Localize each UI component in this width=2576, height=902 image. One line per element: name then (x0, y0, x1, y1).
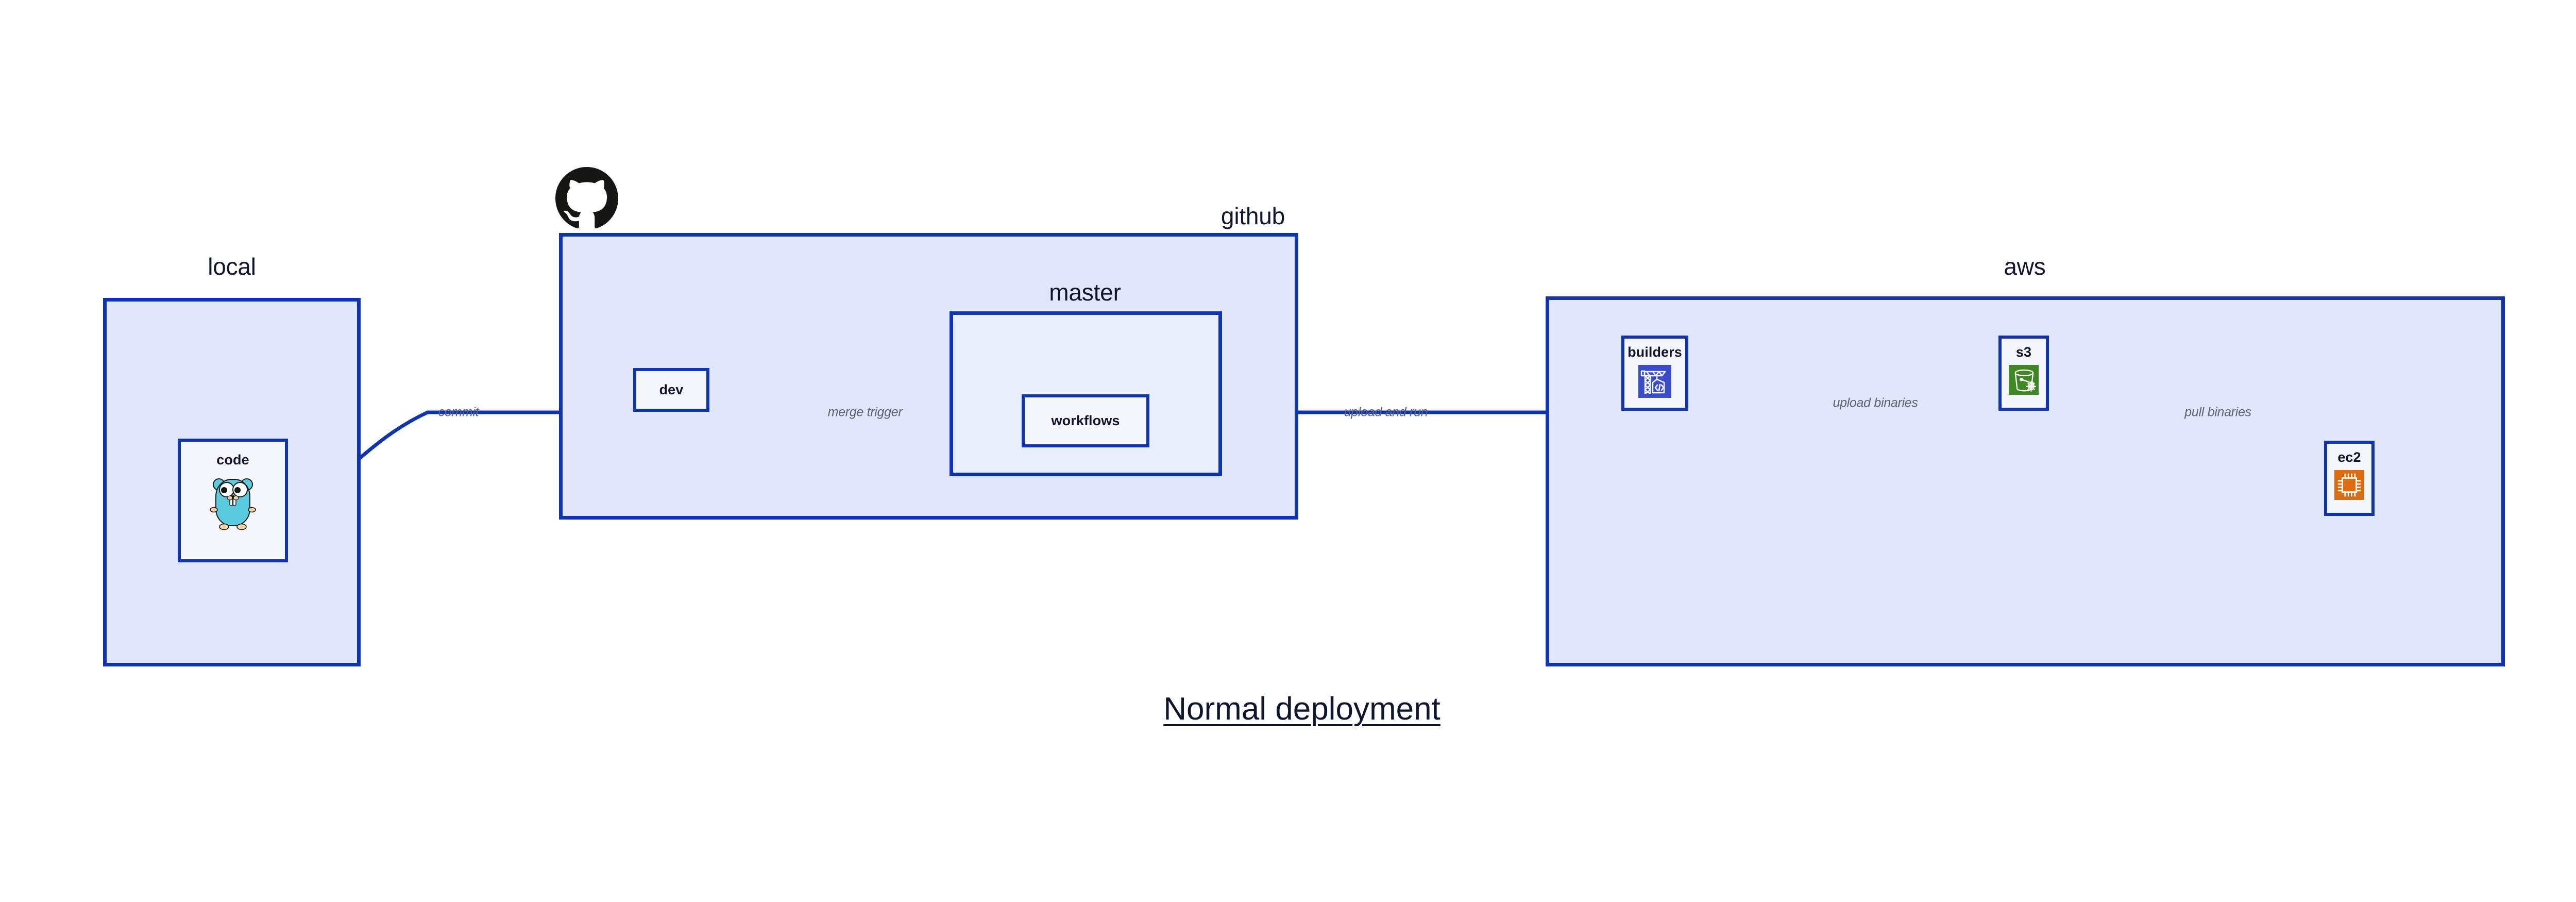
node-builders[interactable]: builders (1621, 336, 1688, 411)
go-gopher-icon (210, 478, 256, 530)
aws-codebuild-crane-icon (1638, 365, 1671, 398)
node-label-code: code (216, 452, 249, 467)
node-label-workflows: workflows (1051, 413, 1120, 428)
group-label-master: master (1049, 279, 1121, 306)
edge-label-commit: commit (438, 405, 479, 420)
group-label-local: local (208, 253, 256, 280)
node-workflows[interactable]: workflows (1022, 394, 1149, 447)
aws-s3-bucket-icon (2009, 365, 2039, 395)
node-label-s3: s3 (2015, 344, 2032, 360)
node-s3[interactable]: s3 (1998, 336, 2049, 411)
node-dev[interactable]: dev (633, 368, 709, 412)
github-octocat-icon (555, 167, 618, 228)
node-ec2[interactable]: ec2 (2324, 441, 2375, 516)
node-code[interactable]: code (178, 439, 288, 562)
group-label-github: github (1221, 203, 1285, 229)
node-label-ec2: ec2 (2337, 449, 2361, 465)
node-label-dev: dev (659, 382, 684, 397)
edge-label-merge-trigger: merge trigger (827, 405, 903, 420)
node-label-builders: builders (1628, 344, 1682, 360)
aws-ec2-chip-icon (2334, 470, 2364, 500)
diagram-title: Normal deployment (1163, 691, 1440, 727)
group-label-aws: aws (2004, 253, 2046, 280)
group-box-master (950, 311, 1222, 476)
edge-label-pull-binaries: pull binaries (2184, 405, 2251, 420)
edge-label-upload-binaries: upload binaries (1833, 395, 1918, 410)
edge-label-upload-and-run: upload and run (1344, 405, 1428, 420)
